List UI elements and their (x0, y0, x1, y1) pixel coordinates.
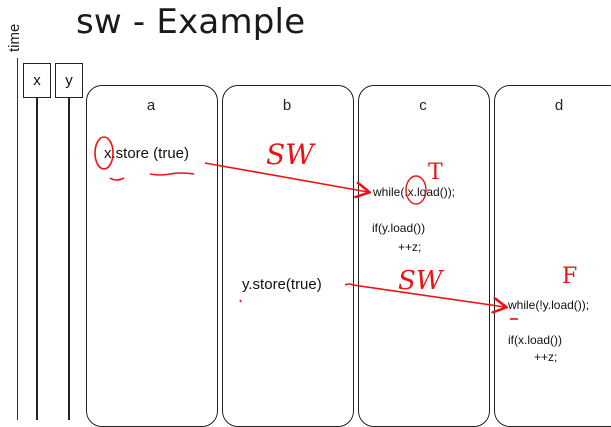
code-d-if-load-x: if(x.load()) (508, 333, 563, 347)
variable-y-timeline (68, 98, 70, 420)
variable-x-box: x (23, 63, 51, 98)
code-b-store-y: y.store(true) (242, 276, 322, 293)
thread-column-d (494, 85, 611, 427)
page-title: sw - Example (76, 2, 306, 42)
underline-x-mark (109, 177, 125, 181)
thread-column-a (86, 85, 218, 427)
code-c-increment-z: ++z; (398, 240, 422, 254)
false-mark-annotation: F (562, 264, 578, 289)
thread-label-d: d (554, 97, 564, 114)
circle-not-x-annotation (405, 175, 427, 205)
sw-annotation-2: SW (398, 266, 443, 296)
time-axis-line (17, 58, 18, 420)
dot-mark (239, 299, 242, 303)
underline-true-mark (149, 172, 195, 176)
code-a-store-x: x.store (true) (104, 145, 190, 162)
code-c-while-load-x: while(!x.load()); (373, 185, 456, 199)
code-d-while-load-y: while(!y.load()); (508, 298, 590, 312)
sync-arrow-a-to-c (204, 162, 368, 192)
variable-x-timeline (36, 98, 38, 420)
sync-arrow-b-to-d (344, 283, 505, 307)
thread-column-c (358, 85, 490, 427)
true-mark-annotation: T (428, 160, 443, 185)
thread-label-c: c (419, 97, 427, 114)
thread-label-a: a (146, 97, 156, 114)
code-c-if-load-y: if(y.load()) (372, 221, 426, 235)
code-d-increment-z: ++z; (534, 350, 558, 364)
circle-x-annotation (94, 136, 114, 170)
variable-y-box: y (55, 63, 83, 98)
thread-column-b (222, 85, 354, 427)
thread-label-b: b (282, 97, 292, 114)
sw-annotation-1: SW (266, 138, 314, 171)
